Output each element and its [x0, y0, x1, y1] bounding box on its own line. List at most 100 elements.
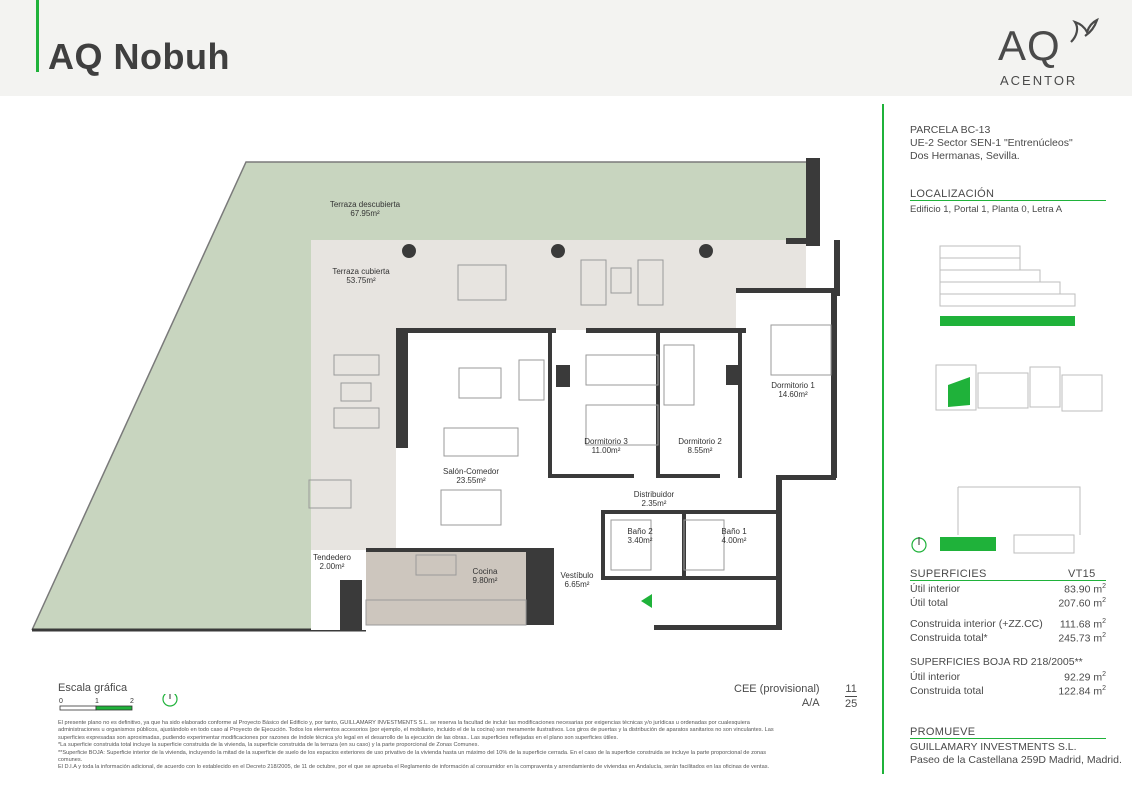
acentor-logo: AQ ACENTOR	[995, 16, 1105, 88]
legal-footnote: El presente plano no es definitivo, ya q…	[58, 720, 848, 772]
wall	[660, 474, 720, 478]
furniture	[308, 259, 832, 626]
wall	[831, 288, 837, 478]
page-counter: 11 25	[845, 682, 858, 711]
promueve-line: GUILLAMARY INVESTMENTS S.L.	[910, 741, 1077, 753]
wall	[366, 548, 554, 552]
page-number: 11	[845, 683, 858, 697]
section-rule	[910, 738, 1106, 739]
logo-mark: AQ	[998, 22, 1061, 69]
boja-label: Construida total	[910, 685, 984, 697]
section-rule	[910, 200, 1106, 201]
cee-value: A/A	[801, 697, 820, 709]
room-area: 3.40m²	[628, 536, 653, 545]
wall	[396, 328, 408, 448]
surface-value: 83.90 m	[1064, 583, 1103, 596]
room-area: 6.65m²	[565, 580, 590, 589]
room-name: Baño 2	[627, 527, 653, 536]
room-area: 14.60m²	[778, 390, 808, 399]
parcela-line: PARCELA BC-13	[910, 124, 991, 136]
promueve-block: GUILLAMARY INVESTMENTS S.L. Paseo de la …	[910, 741, 1122, 767]
wall	[726, 365, 740, 385]
wall	[586, 328, 746, 333]
wall	[526, 550, 554, 625]
column	[402, 244, 416, 258]
room-name: Vestíbulo	[561, 571, 594, 580]
wall	[340, 580, 362, 630]
header: AQ Nobuh	[0, 0, 1132, 96]
elevation-diagram	[939, 245, 1076, 326]
room-name: Baño 1	[721, 527, 747, 536]
room-area: 53.75m²	[346, 276, 376, 285]
wall	[781, 475, 836, 480]
room-name: Terraza descubierta	[330, 200, 401, 209]
wall	[552, 474, 634, 478]
page-title: AQ Nobuh	[48, 36, 230, 77]
surface-label: Útil total	[910, 597, 948, 609]
room-name: Dormitorio 3	[584, 437, 628, 446]
interior-floor	[781, 400, 836, 480]
footnote-line: **Superficie BOJA: Superficie interior d…	[58, 749, 767, 756]
surface-row: Construida total* 245.73 m2	[910, 632, 1106, 645]
room-name: Distribuidor	[634, 490, 675, 499]
surface-value: 207.60 m	[1058, 597, 1103, 610]
room-area: 11.00m²	[592, 446, 621, 455]
entrance-arrow-icon	[641, 594, 652, 608]
wall	[776, 475, 782, 630]
wall-right-col	[834, 240, 840, 296]
room-name: Dormitorio 1	[771, 381, 815, 390]
section-rule	[910, 580, 1106, 581]
wall-right-step	[786, 238, 820, 244]
localizacion-title: LOCALIZACIÓN	[910, 188, 995, 200]
wall	[601, 576, 781, 580]
column	[551, 244, 565, 258]
room-name: Terraza cubierta	[332, 267, 390, 276]
unit-code: VT15	[1068, 568, 1096, 580]
cee-label: CEE (provisional)	[734, 683, 820, 695]
accent-bar	[36, 0, 39, 72]
room-area: 8.55m²	[688, 446, 713, 455]
room-name: Dormitorio 2	[678, 437, 722, 446]
room-name: Cocina	[473, 567, 498, 576]
surface-label: Construida total*	[910, 632, 988, 644]
footnote-line: comunes.	[58, 757, 83, 764]
promueve-title: PROMUEVE	[910, 726, 976, 738]
room-area: 67.95m²	[350, 209, 380, 218]
wall	[396, 328, 556, 333]
floor-plan: Terraza descubierta 67.95m² Terraza cubi…	[31, 158, 840, 632]
room-labels: Terraza descubierta 67.95m² Terraza cubi…	[313, 200, 815, 589]
logo-sub: ACENTOR	[1000, 73, 1078, 88]
surface-label: Útil interior	[910, 583, 961, 595]
bird-icon	[1070, 17, 1099, 43]
floor-key-diagram	[911, 486, 1081, 554]
room-area: 23.55m²	[456, 476, 486, 485]
graphic-scale: Escala gráfica 0 1 2	[58, 682, 188, 721]
parcela-line: UE-2 Sector SEN-1 "Entrenúcleos"	[910, 137, 1073, 149]
parcela-line: Dos Hermanas, Sevilla.	[910, 150, 1020, 162]
terrace-uncovered-area	[32, 162, 806, 630]
interior-floor	[736, 290, 836, 390]
terrace-border	[31, 161, 806, 631]
promueve-line: Paseo de la Castellana 259D Madrid, Madr…	[910, 754, 1122, 766]
boja-value: 122.84 m	[1058, 685, 1103, 698]
superficies-title: SUPERFICIES	[910, 568, 987, 580]
surface-value: 245.73 m	[1058, 632, 1103, 645]
kitchen-floor	[366, 550, 551, 625]
wall	[548, 333, 552, 478]
room-area: 2.35m²	[642, 499, 667, 508]
scale-label: Escala gráfica	[58, 682, 128, 694]
boja-row: Útil interior 92.29 m2	[910, 671, 1106, 684]
room-area: 9.80m²	[473, 576, 498, 585]
footnote-line: superficies expresadas son aproximadas, …	[58, 734, 619, 741]
footnote-line: El D.I.A y toda la información adicional…	[58, 764, 770, 771]
boja-title: SUPERFICIES BOJA RD 218/2005**	[910, 656, 1083, 668]
parcela-block: PARCELA BC-13 UE-2 Sector SEN-1 "Entrenú…	[910, 124, 1073, 163]
wall	[738, 333, 742, 478]
surface-label: Construida interior (+ZZ.CC)	[910, 618, 1043, 630]
wall	[601, 510, 781, 514]
boja-label: Útil interior	[910, 671, 961, 683]
scale-tick: 2	[130, 698, 134, 705]
boja-value: 92.29 m	[1064, 671, 1103, 684]
scale-tick: 1	[95, 698, 99, 705]
boja-row: Construida total 122.84 m2	[910, 685, 1106, 698]
